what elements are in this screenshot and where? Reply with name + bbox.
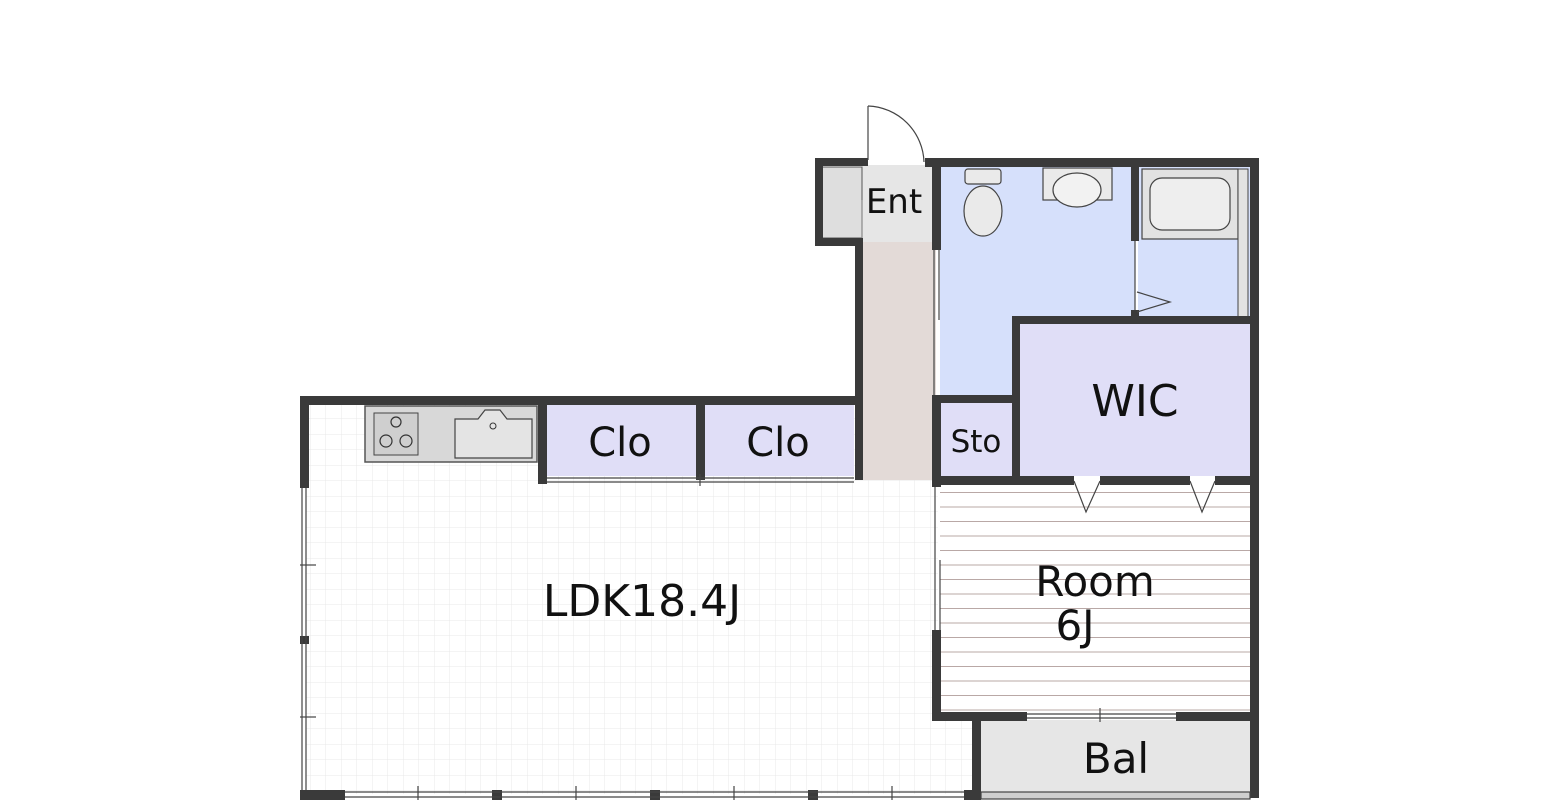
balcony-window — [1027, 708, 1176, 722]
toilet-icon — [963, 168, 1003, 237]
room-size-label: 6J — [1055, 601, 1094, 650]
room-floor-stripes — [940, 484, 1250, 714]
floor-fills — [306, 165, 1250, 794]
wic-label: WIC — [1091, 376, 1178, 427]
ldk-west-window — [300, 488, 316, 790]
balcony-railing — [980, 791, 1251, 800]
kitchen-counter — [364, 405, 538, 463]
hallway-floor — [862, 242, 936, 480]
wic-folding-doors — [1073, 480, 1216, 514]
closet-2-label: Clo — [746, 420, 810, 466]
balcony-floor — [980, 720, 1250, 792]
openings — [300, 105, 1251, 800]
closet-sliding-doors — [547, 474, 854, 486]
ldk-lower-grid — [938, 716, 974, 794]
stove-icon — [373, 412, 419, 456]
room-door — [934, 487, 941, 630]
closet-2-floor — [704, 404, 854, 476]
sink-icon — [454, 409, 533, 459]
wic-floor — [1018, 322, 1250, 476]
closet-1-floor — [546, 404, 696, 476]
washroom-door — [933, 250, 940, 395]
storage-label: Sto — [951, 424, 1002, 460]
entrance-floor — [862, 165, 936, 242]
room-labels: Ent Clo Clo Sto WIC LDK18.4J Room 6J Bal — [543, 182, 1179, 783]
room-label: Room — [1035, 557, 1155, 606]
ldk-south-window — [345, 786, 964, 800]
shoe-cabinet — [821, 166, 863, 239]
entrance-label: Ent — [866, 182, 922, 222]
walls — [300, 158, 1259, 800]
closet-1-label: Clo — [588, 420, 652, 466]
balcony-label: Bal — [1083, 734, 1149, 783]
entrance-door-swing — [861, 105, 925, 238]
bathroom-door — [1134, 241, 1173, 313]
wash-basin-icon — [1042, 167, 1113, 208]
fixtures — [364, 167, 1249, 463]
bathtub-icon — [1141, 168, 1249, 318]
storage-floor — [940, 402, 1014, 476]
ldk-label: LDK18.4J — [543, 576, 741, 627]
